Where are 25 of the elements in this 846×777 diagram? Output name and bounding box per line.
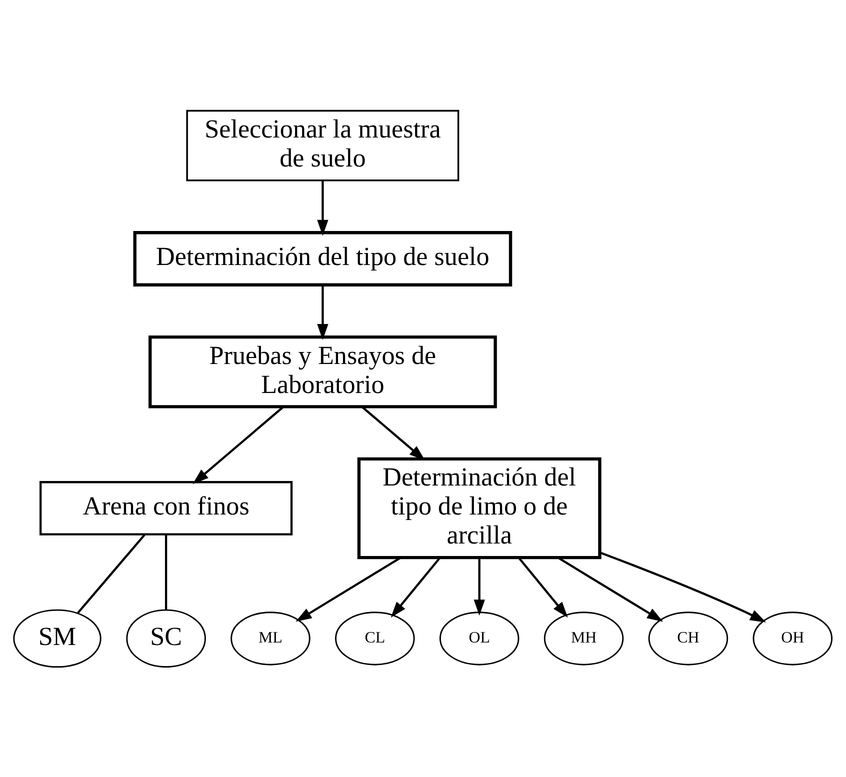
arrow (317, 284, 328, 340)
node-ellipse: ML (230, 611, 310, 665)
node-box: Seleccionar la muestra de suelo (186, 109, 460, 181)
node-box: Arena con finos (40, 480, 293, 535)
arrow (192, 406, 284, 484)
node-ellipse: CH (648, 611, 728, 665)
arrow (317, 180, 328, 236)
connector (164, 534, 168, 610)
node-ellipse: OH (752, 611, 833, 665)
node-ellipse: MH (544, 611, 624, 665)
arrow (474, 557, 485, 616)
arrow (362, 406, 426, 460)
node-ellipse: CL (335, 611, 415, 665)
arrow (600, 551, 766, 622)
node-box: Determinación del tipo de limo o de arcilla (357, 456, 602, 559)
arrow (518, 556, 568, 618)
arrow (390, 556, 441, 618)
arrow (558, 556, 664, 622)
arrow (296, 556, 401, 622)
node-box: Pruebas y Ensayos de Laboratorio (148, 334, 497, 408)
node-ellipse: SM (13, 608, 102, 668)
node-ellipse: OL (439, 611, 520, 665)
connector (77, 534, 146, 613)
node-box: Determinación del tipo de suelo (133, 230, 512, 286)
node-ellipse: SC (126, 608, 206, 668)
